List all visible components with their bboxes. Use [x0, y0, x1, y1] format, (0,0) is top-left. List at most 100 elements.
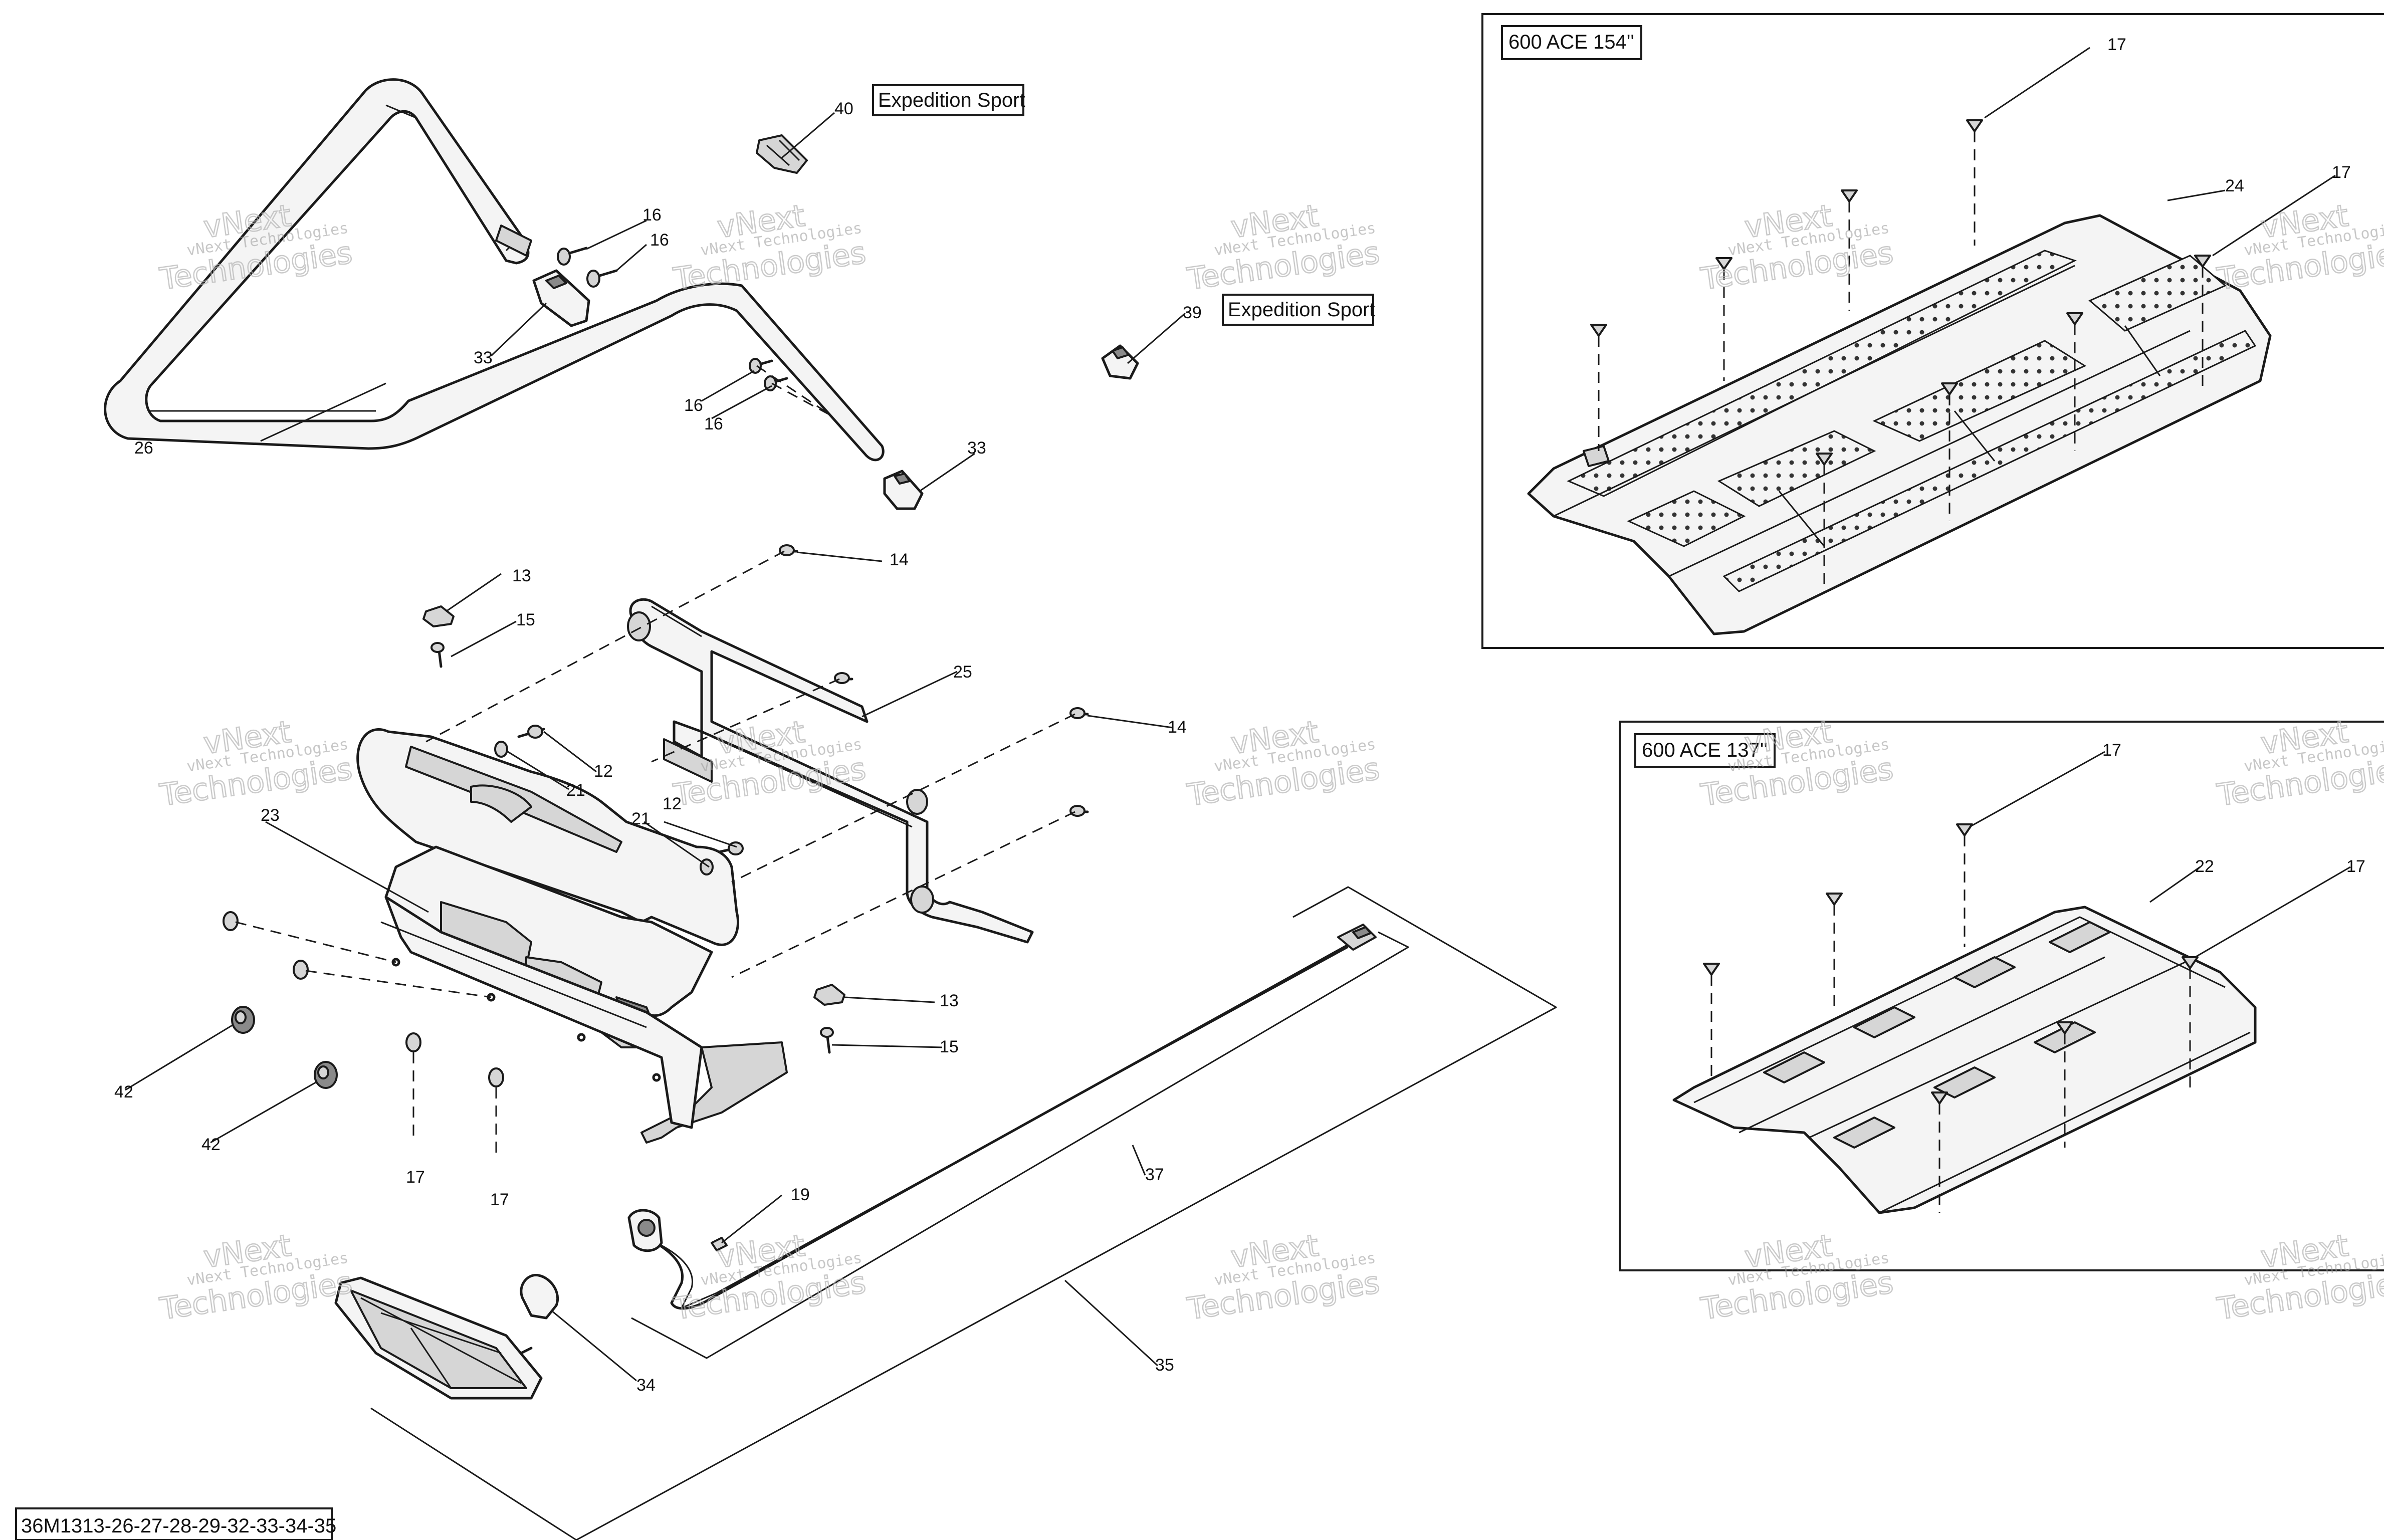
svg-text:600 ACE 137'': 600 ACE 137'': [1642, 739, 1768, 761]
rivet-part-17-g: [2182, 956, 2199, 969]
callout-12-b: 12: [663, 794, 682, 813]
callout-17-c: 17: [2107, 35, 2126, 54]
grommet-part-42-b: [314, 1061, 338, 1089]
rivet-box137-a: [1826, 893, 1843, 906]
callout-19: 19: [791, 1185, 810, 1204]
callout-25: 25: [953, 663, 972, 682]
callout-33-b: 33: [967, 438, 986, 458]
watermark-6: vNext vNext Technologies Technologies: [157, 714, 355, 813]
callout-24: 24: [2225, 176, 2244, 195]
callout-21-b: 21: [631, 809, 651, 828]
rivet-part-17-a: [223, 911, 239, 931]
light-housing-part-23: [356, 728, 788, 1144]
rivet-part-17-e: [2194, 255, 2211, 268]
screw-part-15-a: [430, 642, 445, 668]
rivet-box154-d: [2066, 312, 2083, 325]
callout-21-a: 21: [566, 781, 585, 800]
bumper-part-26: [104, 78, 885, 462]
clip-part-13-b: [813, 984, 845, 1006]
wiring-harness-part-37: [627, 924, 1377, 1310]
variant-title-137: 600 ACE 137'': [1634, 733, 1776, 768]
callout-15-b: 15: [940, 1037, 959, 1056]
callout-40: 40: [834, 99, 853, 118]
callout-35: 35: [1155, 1356, 1174, 1375]
callout-17-a: 17: [406, 1168, 425, 1187]
svg-text:Expedition Sport: Expedition Sport: [1228, 299, 1375, 321]
callout-42-b: 42: [201, 1135, 221, 1154]
screw-misc-b: [1069, 805, 1089, 817]
drawing-code-label: 36M1313-26-27-28-29-32-33-34-35: [15, 1507, 336, 1540]
screw-part-14-b: [1069, 707, 1089, 719]
callout-13-a: 13: [512, 566, 531, 585]
clamp-part-33-lower: [883, 470, 924, 510]
screw-misc-a: [834, 672, 853, 684]
callout-13-b: 13: [940, 991, 959, 1010]
callout-23: 23: [261, 806, 280, 825]
model-label-39: Expedition Sport: [1222, 294, 1375, 326]
bolt-part-16-d: [764, 375, 788, 391]
variant-title-154: 600 ACE 154'': [1501, 25, 1642, 60]
bracket-part-25: [627, 598, 1034, 944]
washer-part-21-a: [494, 741, 508, 758]
watermark-2: vNext vNext Technologies Technologies: [671, 197, 869, 297]
callout-34: 34: [636, 1376, 656, 1395]
rivet-part-17-f: [1956, 823, 1973, 836]
watermark-14: vNext vNext Technologies Technologies: [1698, 1227, 1896, 1327]
lamp-part-34: [334, 1276, 543, 1400]
bolt-part-16-a: [557, 247, 588, 266]
callout-33-a: 33: [474, 348, 493, 367]
callout-17-f: 17: [2346, 857, 2365, 876]
clamp-part-33-upper: [532, 269, 590, 327]
bolt-part-16-c: [749, 358, 773, 374]
callout-17-b: 17: [490, 1190, 509, 1209]
callout-16-c: 16: [684, 396, 703, 415]
rivet-part-17-b: [405, 1032, 421, 1052]
rivet-part-17-c: [488, 1067, 504, 1087]
callout-15-a: 15: [516, 610, 535, 629]
callout-16-d: 16: [704, 414, 723, 433]
screw-part-14-a: [779, 544, 798, 556]
callout-17-e: 17: [2102, 741, 2121, 760]
rivet-part-17-d: [1966, 119, 1983, 132]
grommet-part-42-a: [231, 1006, 255, 1034]
watermark-8: vNext vNext Technologies Technologies: [1184, 714, 1382, 813]
rivet-box137-d: [1931, 1091, 1948, 1105]
callout-39: 39: [1183, 303, 1202, 322]
rivet-box137-b: [1703, 963, 1720, 976]
rivet-box154-b: [1715, 257, 1732, 270]
callout-42-a: 42: [114, 1082, 133, 1102]
watermark-11: vNext vNext Technologies Technologies: [157, 1227, 355, 1327]
harness-kit-frame-35: [370, 886, 1557, 1540]
screw-part-15-b: [820, 1027, 834, 1054]
watermark-1: vNext vNext Technologies Technologies: [157, 197, 355, 297]
watermark-3: vNext vNext Technologies Technologies: [1184, 197, 1382, 297]
callout-22: 22: [2195, 857, 2214, 876]
rivet-box154-a: [1841, 189, 1858, 202]
cap-part-39: [1101, 344, 1139, 380]
watermark-13: vNext vNext Technologies Technologies: [1184, 1227, 1382, 1327]
callout-26: 26: [134, 438, 153, 458]
callout-16-a: 16: [642, 205, 662, 225]
model-label-40: Expedition Sport: [872, 84, 1025, 116]
rivet-misc: [293, 960, 309, 980]
callout-14-a: 14: [890, 550, 909, 569]
callout-12-a: 12: [594, 762, 613, 781]
svg-text:600 ACE 154'': 600 ACE 154'': [1508, 31, 1634, 53]
svg-text:36M1313-26-27-28-29-32-33-34-3: 36M1313-26-27-28-29-32-33-34-35: [21, 1515, 336, 1537]
rivet-box154-e: [1941, 382, 1958, 395]
bulb-part-34: [520, 1274, 559, 1319]
panel-part-24: [1527, 214, 2272, 635]
callout-16-b: 16: [650, 231, 669, 250]
bracket-part-40: [756, 134, 808, 174]
rivet-box137-c: [2056, 1021, 2073, 1034]
rivet-box154-c: [1590, 324, 1607, 337]
callout-14-b: 14: [1168, 718, 1187, 737]
bolt-part-12-a: [517, 725, 545, 739]
panel-part-22: [1672, 906, 2257, 1214]
callout-37: 37: [1145, 1165, 1164, 1184]
rivet-box154-f: [1816, 453, 1833, 466]
watermark-12: vNext vNext Technologies Technologies: [671, 1227, 869, 1327]
svg-text:Expedition Sport: Expedition Sport: [878, 89, 1025, 111]
bolt-part-16-b: [586, 269, 618, 288]
